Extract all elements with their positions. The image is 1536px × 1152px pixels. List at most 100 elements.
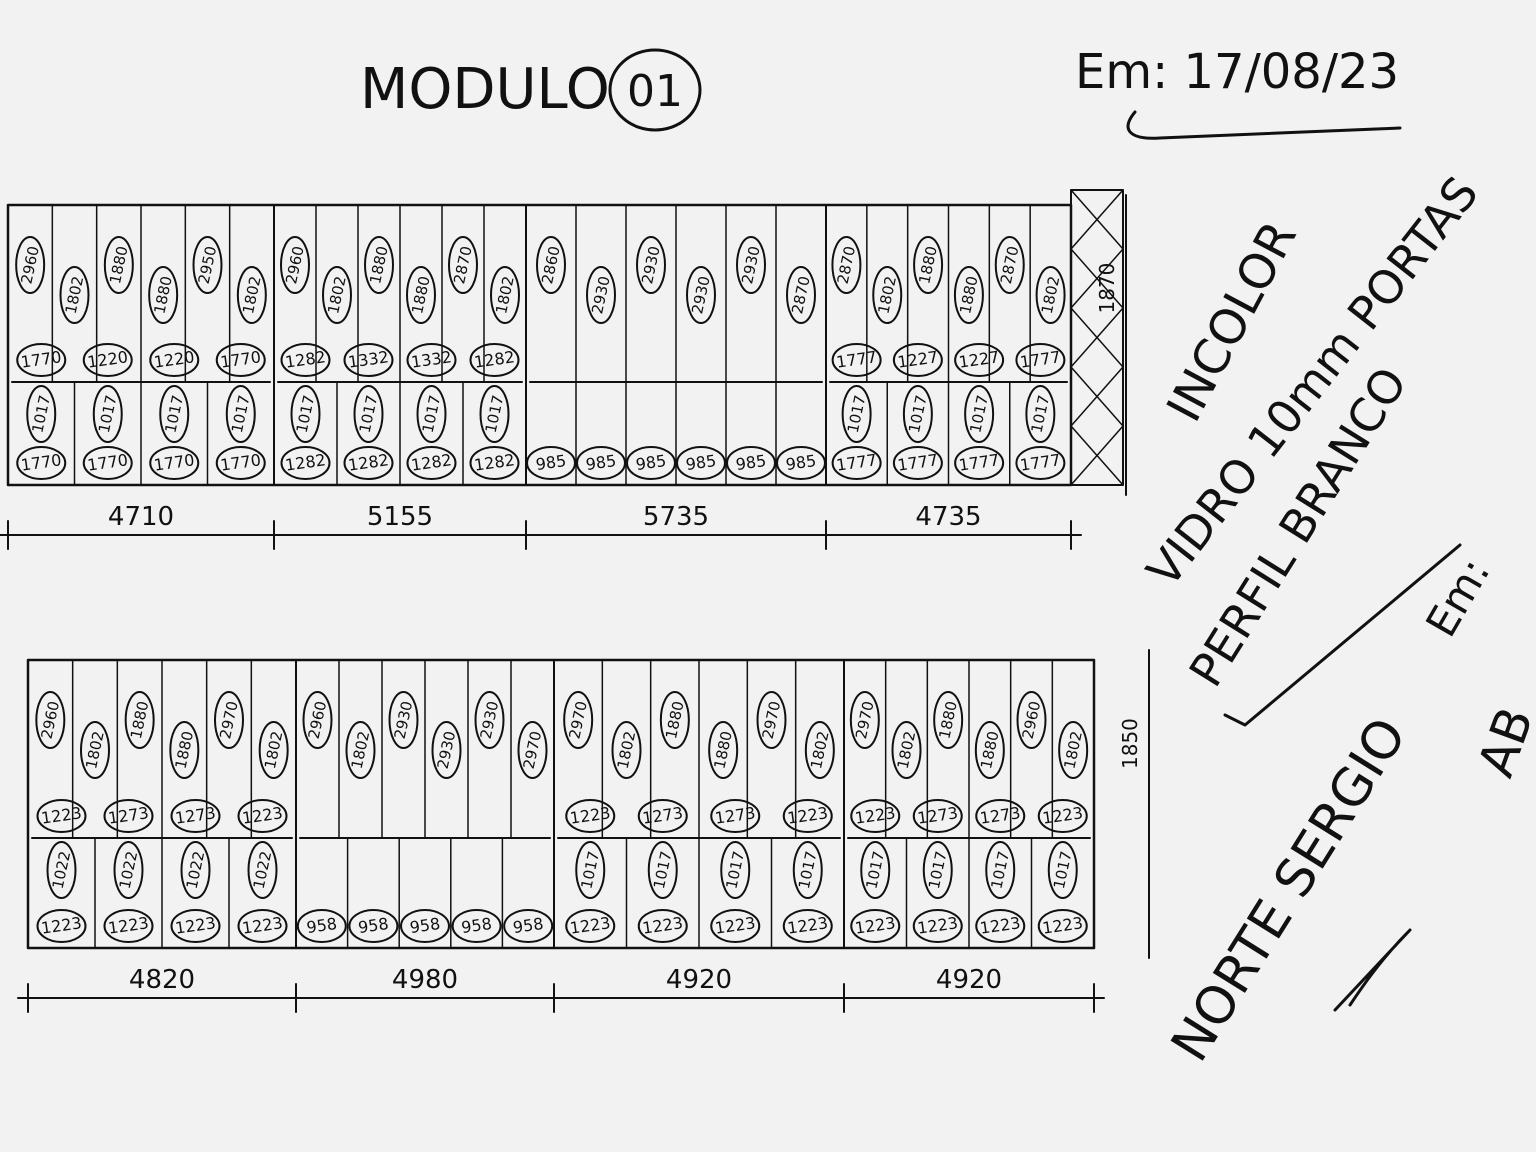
bottom_row-lower-3-3: 1017: [1050, 849, 1076, 890]
note-partial-ab: AB: [1467, 700, 1536, 784]
top_row-upper-0-2-group: 1880: [103, 236, 134, 294]
bottom_row-lower-3-3-oval: [1047, 841, 1078, 899]
top_row-upper-2-4: 2930: [738, 244, 764, 285]
note-norte: NORTE SERGIO: [1160, 708, 1419, 1072]
bottom_row-bottom-3-1-oval: [912, 909, 963, 943]
bottom_row-bottom-2-3-oval: [782, 909, 833, 943]
top_row-lower-2-2: 985: [634, 451, 667, 474]
bottom_row-upper-1-0: 2960: [305, 699, 331, 740]
bottom_row-bottom-3-2-group: 1223: [975, 909, 1026, 943]
top_row-upper-2-1: 2930: [588, 274, 614, 315]
bottom_row-lower-2-2-oval: [720, 841, 751, 899]
top_row-upper-2-3-group: 2930: [686, 266, 716, 324]
top_row-upper-0-1-oval: [59, 266, 90, 324]
bottom_row-lower-3-1: 1017: [925, 849, 951, 890]
bottom_row-bottom-3-2: 1223: [979, 913, 1022, 937]
bottom_row-lower-2-0-oval: [575, 841, 606, 899]
bottom_row-lower-1-3-oval: [451, 909, 502, 943]
bottom_row-upper-2-0-group: 2970: [563, 691, 594, 749]
top_row-lower-2-4-group: 985: [726, 446, 776, 480]
top_row-lower-2-4-oval: [726, 446, 776, 480]
bottom_row-lower-0-3: 1022: [250, 849, 276, 890]
bottom_row-mid-0-1-group: 1273: [103, 799, 154, 833]
top_row-bottom-3-1-group: 1777: [892, 446, 943, 480]
bottom_row-bottom-0-3-oval: [237, 909, 288, 943]
bottom_row-bottom-2-3-group: 1223: [782, 909, 833, 943]
bottom_row-mid-3-2-group: 1273: [975, 799, 1026, 833]
top_row-upper-2-4-group: 2930: [736, 236, 766, 294]
top_row-mid-1-2-oval: [406, 343, 457, 377]
top_row-mid-1-0-group: 1282: [280, 343, 331, 377]
bottom_row-mid-3-1-oval: [912, 799, 963, 833]
bottom_row-upper-0-4: 2970: [216, 699, 242, 740]
top_row-lower-2-2-group: 985: [626, 446, 676, 480]
bottom_row-upper-2-3-oval: [708, 721, 739, 779]
bottom_row-lower-2-1: 1017: [650, 849, 676, 890]
bottom_row-upper-2-5: 1802: [807, 729, 833, 770]
bottom_row-upper-1-5-group: 2970: [517, 721, 548, 779]
bottom_row-bottom-3-1: 1223: [916, 913, 959, 937]
bottom_row-lower-3-0-group: 1017: [860, 841, 891, 899]
bottom_row-upper-3-5-group: 1802: [1058, 721, 1089, 779]
top_row-lower-1-3-group: 1017: [479, 385, 510, 443]
bottom_row-lower-0-0-oval: [46, 841, 77, 899]
top_row-lower-2-3-oval: [676, 446, 726, 480]
top_row-bottom-1-1: 1282: [347, 450, 390, 474]
top_row-upper-0-4-oval: [192, 236, 223, 294]
top_row-upper-2-5: 2870: [788, 274, 814, 315]
bottom_row-upper-1-2-oval: [388, 691, 419, 749]
bottom_row-upper-3-2: 1880: [935, 699, 961, 740]
bottom_row-upper-0-4-oval: [214, 691, 244, 749]
bottom_row-lower-1-3-group: 958: [451, 909, 502, 943]
top_row-mid-1-0: 1282: [284, 347, 327, 371]
top-row-filler-cross-4: [1070, 425, 1124, 486]
bottom_row-lower-1-2-oval: [400, 909, 450, 943]
bottom_row-dimension-0: 4820: [129, 965, 195, 995]
bottom_row-mid-0-3-oval: [237, 799, 288, 833]
top_row-lower-1-1: 1017: [356, 393, 382, 434]
bottom_row-lower-0-0: 1022: [49, 849, 75, 890]
bottom_row-bottom-2-1-group: 1223: [637, 909, 688, 943]
top_row-upper-0-2-oval: [103, 236, 134, 294]
bottom_row-upper-3-5: 1802: [1060, 729, 1086, 770]
bottom_row-bottom-0-0-oval: [36, 909, 87, 943]
top_row-upper-2-1-oval: [586, 266, 616, 324]
top_row-bottom-1-3-oval: [469, 446, 520, 480]
bottom_row-upper-0-0-oval: [35, 691, 66, 749]
top_row-bottom-0-1-group: 1770: [82, 446, 133, 480]
top_row-lower-3-1: 1017: [905, 393, 931, 434]
top_row-upper-3-2-group: 1880: [913, 236, 944, 294]
bottom_row-upper-0-1-oval: [80, 721, 110, 779]
bottom_row-lower-0-2-group: 1022: [180, 841, 211, 899]
bottom_row-upper-2-3: 1880: [710, 729, 736, 770]
bottom_row-upper-3-1-oval: [891, 721, 922, 779]
top_row-bottom-3-3: 1777: [1019, 450, 1062, 474]
top_row-upper-3-5-group: 1802: [1035, 266, 1066, 324]
bottom_row-mid-0-3-group: 1223: [237, 799, 288, 833]
top_row-bottom-1-0-group: 1282: [280, 446, 331, 480]
top_row-upper-3-5: 1802: [1038, 274, 1064, 315]
top_row-bottom-0-3-group: 1770: [215, 446, 266, 480]
bottom_row-upper-3-0-group: 2970: [849, 691, 880, 749]
bottom_row-lower-2-2: 1017: [722, 849, 748, 890]
top_row-lower-3-3-group: 1017: [1025, 385, 1056, 443]
top_row-mid-0-0-group: 1770: [16, 343, 67, 377]
bottom_row-upper-2-1: 1802: [614, 729, 640, 770]
top_row-upper-2-5-oval: [786, 266, 816, 324]
top_row-lower-2-5: 985: [784, 451, 817, 474]
bottom_row-mid-0-1-oval: [103, 799, 154, 833]
bottom_row-upper-0-2: 1880: [127, 699, 153, 740]
bottom_row-bottom-0-3-group: 1223: [237, 909, 288, 943]
top_row-upper-0-0-group: 2960: [15, 236, 46, 294]
bottom_row-upper-1-5: 2970: [520, 729, 546, 770]
bottom_row-upper-2-4-oval: [756, 691, 787, 749]
bottom_row-bottom-2-1: 1223: [641, 913, 684, 937]
bottom_row-upper-0-0-group: 2960: [35, 691, 66, 749]
bottom_row-bottom-3-0-group: 1223: [850, 909, 901, 943]
top_row-upper-3-5-oval: [1035, 266, 1066, 324]
module-number-circle: [608, 48, 702, 132]
bottom_row-lower-1-0-oval: [296, 909, 347, 943]
bottom_row-bottom-2-3: 1223: [786, 913, 829, 937]
bottom_row-upper-2-5-oval: [804, 721, 835, 779]
top_row-lower-1-2: 1017: [419, 393, 445, 434]
